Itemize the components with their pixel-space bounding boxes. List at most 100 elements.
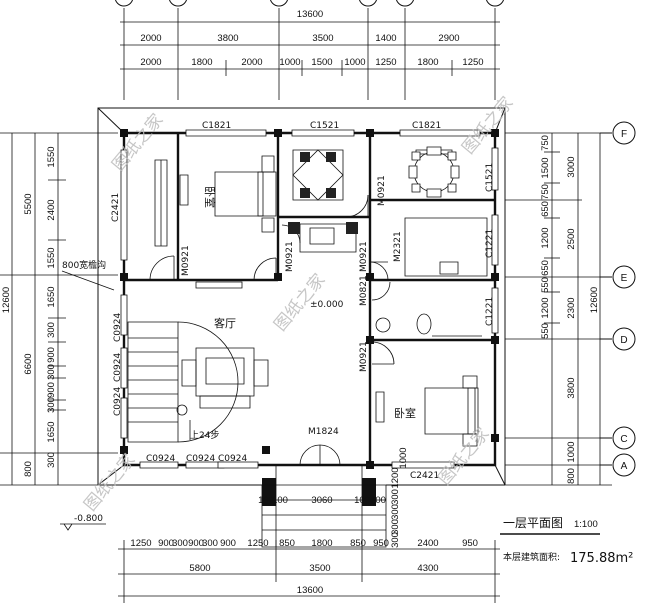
axis-label-d: D	[620, 335, 627, 346]
right-dimensions	[505, 133, 612, 485]
dim-label: 300	[46, 364, 57, 380]
windows	[121, 130, 498, 468]
area-label: 本层建筑面积:	[503, 551, 560, 563]
dim-label: 300	[202, 538, 218, 549]
dim-bottom-row2: 5800 3500 4300	[189, 563, 438, 574]
dim-label: 1000	[279, 57, 300, 68]
eave-note: 800宽檐沟	[62, 259, 106, 271]
door-label: M0921	[359, 341, 369, 372]
window-label: C0924	[146, 454, 175, 464]
dim-label: 2900	[438, 33, 459, 44]
window-labels: C1821 C1521 C1821 C2421 C1521 C1221 C122…	[111, 121, 495, 481]
dim-label: 300	[172, 538, 188, 549]
dim-label: 1500	[540, 157, 551, 178]
stair-note: 上24步	[190, 430, 219, 441]
dim-label: 1200	[540, 227, 551, 248]
dim-label: 1800	[311, 538, 332, 549]
doors	[150, 195, 394, 465]
dim-label: 1650	[46, 421, 57, 442]
axis-label-f: F	[621, 129, 627, 140]
dim-label: 900	[158, 538, 174, 549]
window-label: C0924	[113, 313, 123, 342]
top-dimensions	[120, 8, 500, 100]
dim-label: 750	[540, 184, 551, 200]
dim-label: 300	[390, 489, 401, 505]
dim-top-row2: 2000 1800 2000 1000 1500 1000 1250 1800 …	[140, 57, 483, 68]
dim-label: 900	[188, 538, 204, 549]
front-steps	[262, 465, 386, 547]
room-label-bedroom: 卧室	[394, 406, 416, 420]
dim-label: 3000	[566, 156, 577, 177]
dim-label: 2300	[566, 297, 577, 318]
dim-label: 950	[462, 538, 478, 549]
dim-label: 2500	[566, 228, 577, 249]
door-label: M1824	[308, 427, 339, 437]
window-label: C0924	[113, 387, 123, 416]
dim-label: 650	[540, 201, 551, 217]
dim-label: 850	[350, 538, 366, 549]
drawing-scale: 1:100	[574, 519, 598, 530]
dim-label: 1550	[46, 247, 57, 268]
dim-label: 300	[46, 452, 57, 468]
dim-label: 1250	[462, 57, 483, 68]
door-label: M0921	[285, 241, 295, 272]
dim-right-total: 12600	[589, 287, 600, 313]
watermark-text: 图纸之家	[109, 110, 168, 175]
window-label: C2421	[111, 193, 121, 222]
window-label: C1821	[202, 121, 231, 131]
axis-label-e: E	[621, 273, 628, 284]
dim-label: 1500	[311, 57, 332, 68]
window-label: C1521	[310, 121, 339, 131]
dim-label: 300	[46, 397, 57, 413]
elevation-marker	[60, 524, 106, 530]
dim-label: 1550	[46, 146, 57, 167]
dim-label: 1200	[390, 467, 401, 488]
room-label-bedroom: 卧室	[203, 186, 217, 208]
window-label: C1821	[412, 121, 441, 131]
dim-label: 3060	[311, 495, 332, 506]
dim-label: 1650	[46, 286, 57, 307]
drawing-title: 一层平面图	[503, 516, 563, 530]
dim-top-row1: 2000 3800 3500 1400 2900	[140, 33, 459, 44]
dim-label: 1400	[375, 33, 396, 44]
bottom-dimensions	[118, 540, 500, 603]
top-axis-bubbles	[115, 0, 504, 6]
dim-label: 650	[540, 260, 551, 276]
axis-label-a: A	[621, 461, 628, 472]
dim-label: 1000	[566, 441, 577, 462]
stair	[128, 322, 238, 442]
dim-label: 1000	[398, 447, 409, 468]
dim-label: 6600	[23, 353, 34, 374]
furniture-chairs	[288, 152, 358, 234]
dim-label: 300	[46, 322, 57, 338]
dim-label: 3800	[217, 33, 238, 44]
dim-label: 2000	[140, 57, 161, 68]
dim-label: 550	[540, 323, 551, 339]
dim-label: 4300	[417, 563, 438, 574]
window-label: C0924	[186, 454, 215, 464]
window-label: C0924	[218, 454, 247, 464]
dim-label: 850	[279, 538, 295, 549]
door-label: M0921	[377, 175, 387, 206]
dim-label: 900	[220, 538, 236, 549]
dim-label: 100	[354, 495, 370, 506]
ground-elevation: -0.800	[74, 514, 103, 524]
dim-label: 5800	[189, 563, 210, 574]
door-label: M0921	[359, 241, 369, 272]
dim-label: 100	[370, 495, 386, 506]
dim-label: 900	[46, 382, 57, 398]
elevation-label: ±0.000	[310, 300, 344, 310]
window-label: C1521	[485, 163, 495, 192]
dim-left-row1: 5500 6600 800	[23, 193, 34, 477]
dim-label: 550	[540, 277, 551, 293]
dim-label: 1250	[375, 57, 396, 68]
dim-label: 100	[258, 495, 274, 506]
window-label: C1221	[485, 297, 495, 326]
dim-label: 300	[390, 532, 401, 548]
dim-label: 2400	[46, 199, 57, 220]
dim-label: 1200	[540, 297, 551, 318]
dim-bottom-row1: 1250 900 300 900 300 900 1250 850 1800 8…	[130, 538, 478, 549]
watermark-text: 图纸之家	[459, 93, 518, 158]
room-label-living: 客厅	[214, 316, 236, 330]
left-dimensions	[0, 133, 118, 485]
